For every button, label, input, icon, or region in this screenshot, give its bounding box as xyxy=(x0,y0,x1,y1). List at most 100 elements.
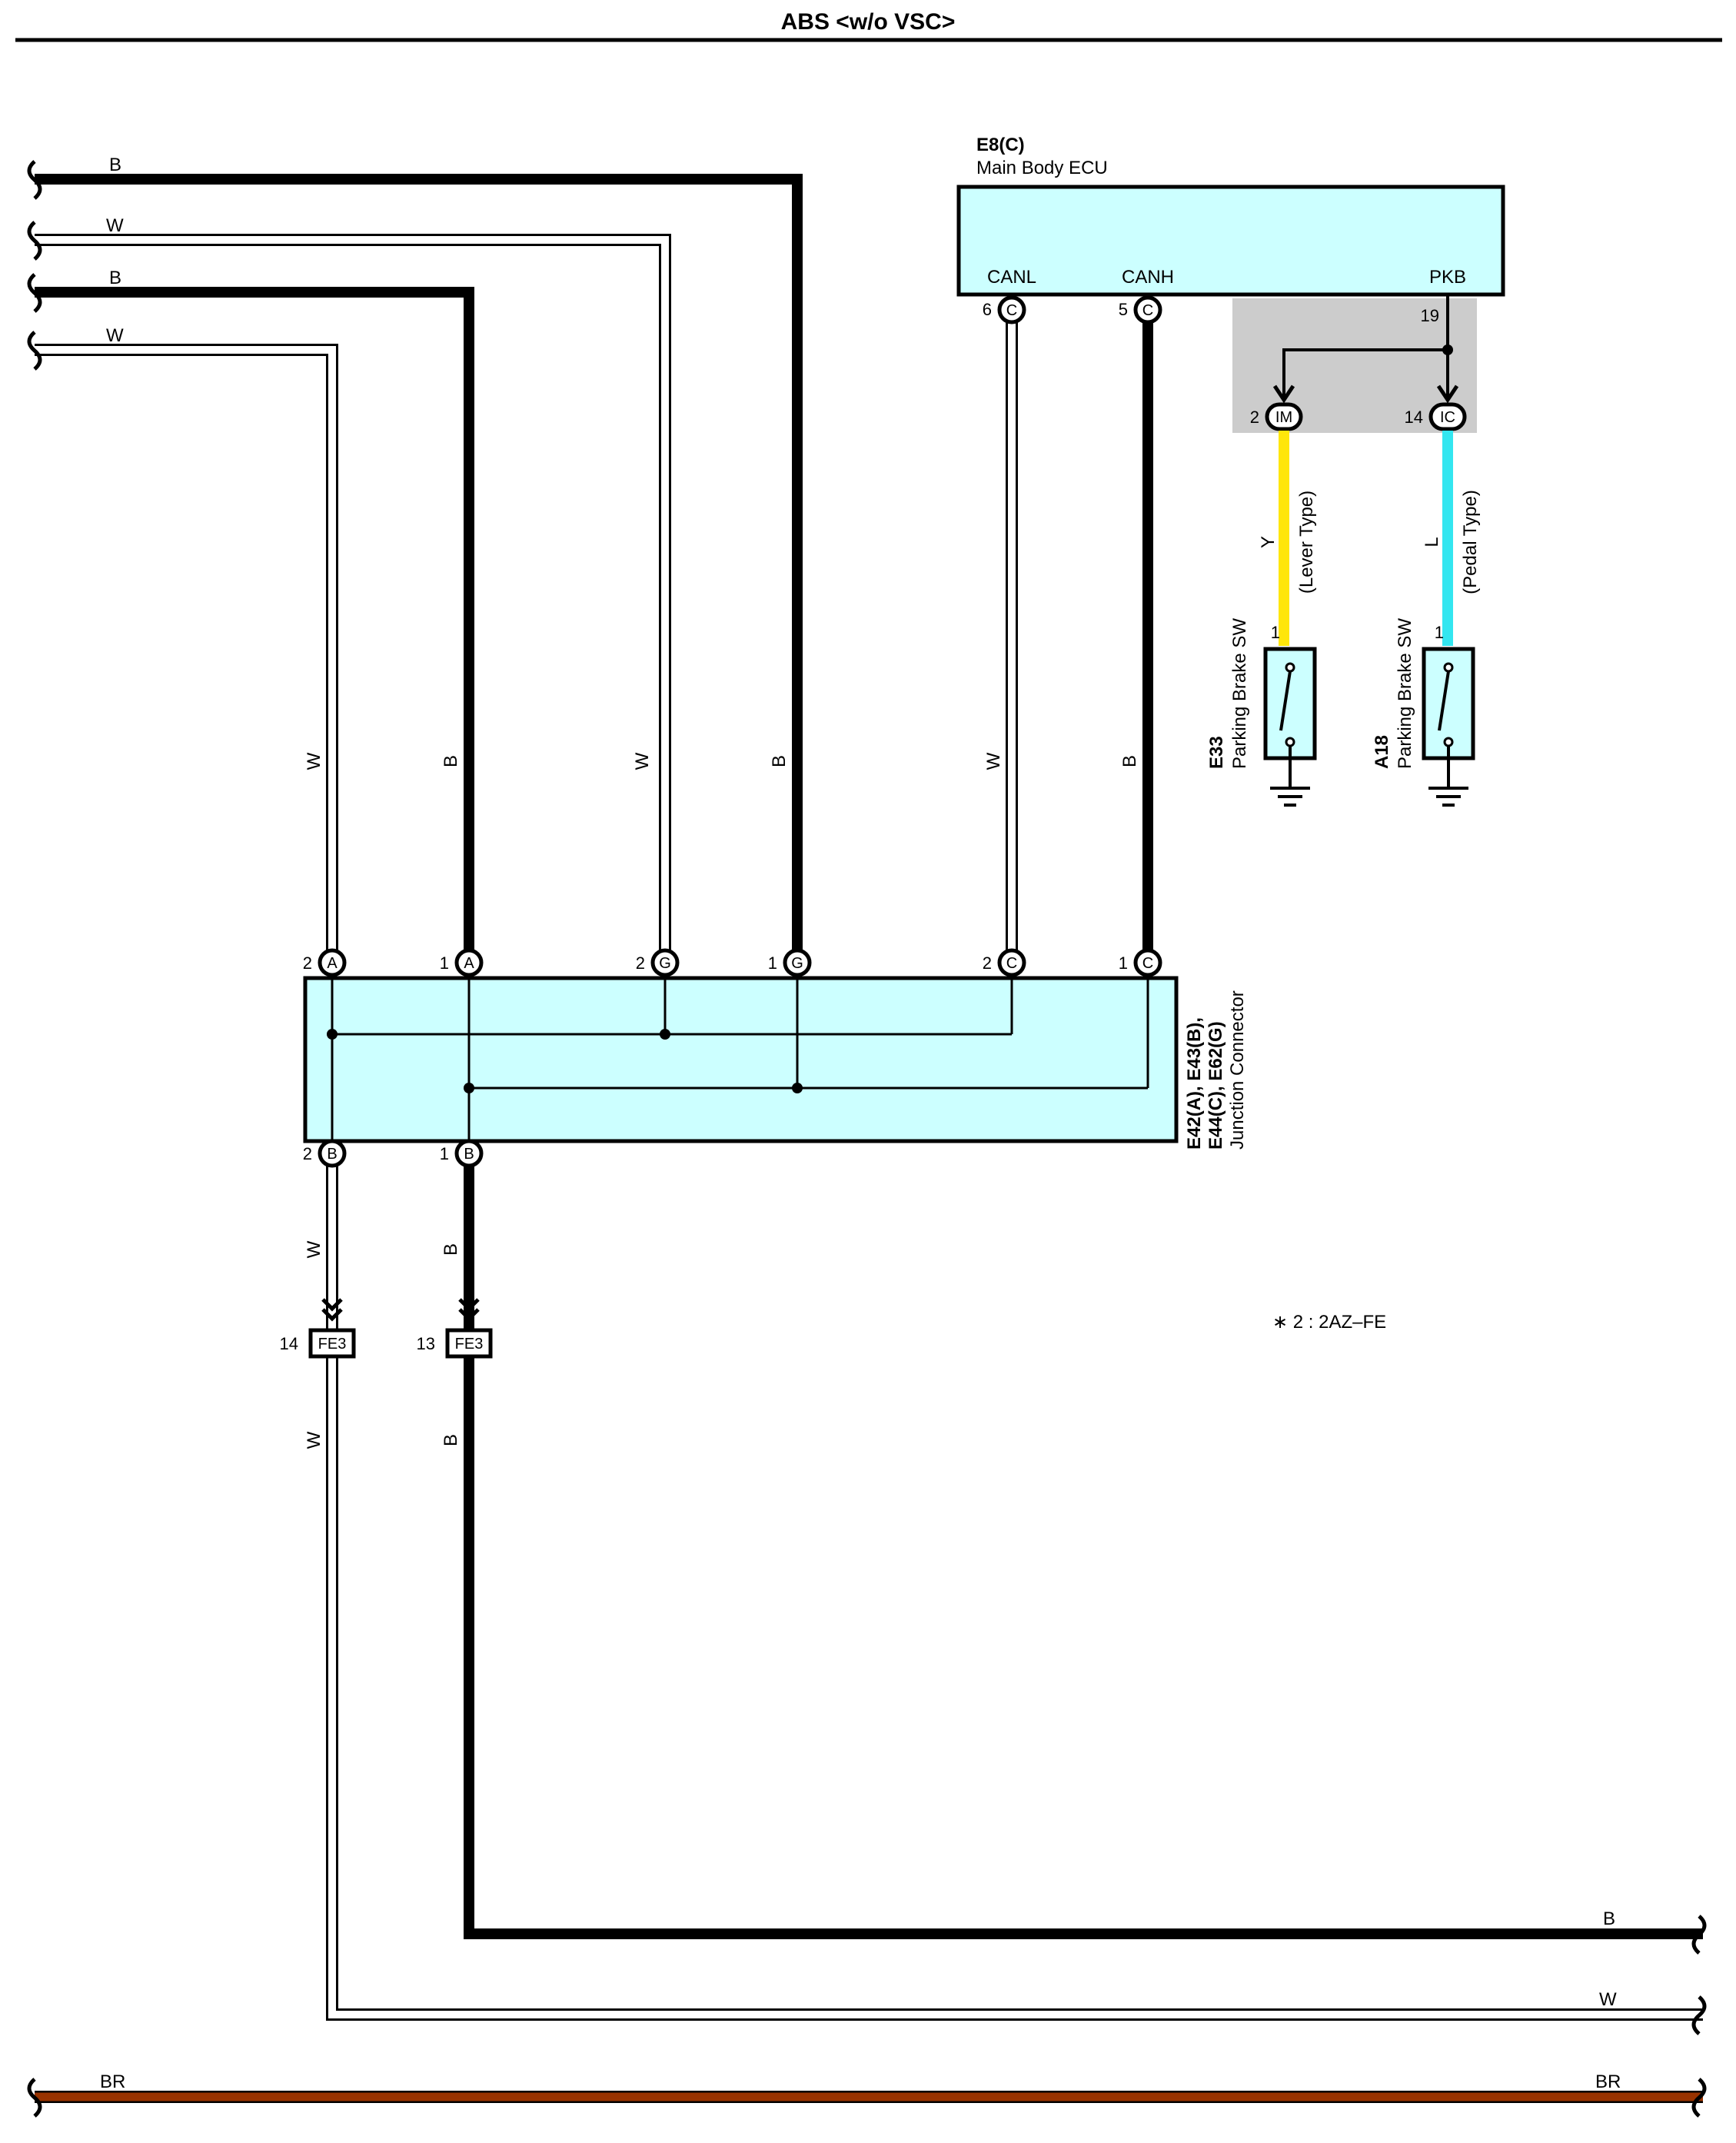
wire-label: W xyxy=(106,325,124,346)
wire-label: B xyxy=(109,268,121,288)
connector-ic xyxy=(1428,402,1467,431)
wire-label: BR xyxy=(100,2071,125,2092)
junction-dot xyxy=(792,1083,803,1093)
pin-circle xyxy=(318,1139,347,1168)
pin-number: 2 xyxy=(303,1144,312,1163)
ground-icon xyxy=(1270,787,1310,807)
ecu-code: E8(C) xyxy=(976,135,1025,155)
junction-internal-wiring xyxy=(331,975,1149,1143)
switch-name: Parking Brake SW xyxy=(1229,618,1250,769)
wire-w-bottom-core xyxy=(328,1153,1703,2018)
pin-number: 2 xyxy=(303,953,312,973)
chevron-down-icon xyxy=(458,1298,480,1312)
pin-connector-letter: G xyxy=(791,955,803,972)
chevron-down-icon xyxy=(1272,384,1295,404)
junction-connector-box xyxy=(303,976,1179,1143)
wire-label: B xyxy=(769,755,790,767)
fe3-connector xyxy=(308,1328,356,1359)
fe3-connector xyxy=(445,1328,493,1359)
pin-number: 2 xyxy=(636,953,645,973)
connector-im xyxy=(1265,402,1303,431)
junction-codes: E42(A), E43(B), xyxy=(1184,1017,1205,1150)
switch-blade xyxy=(1438,671,1450,731)
wire-label: W xyxy=(983,752,1004,770)
ecu-terminal-canl: CANL xyxy=(987,267,1036,288)
pin-connector-letter: C xyxy=(1142,302,1153,319)
pin-connector-letter: A xyxy=(464,955,474,972)
pin-connector-letter: C xyxy=(1142,955,1153,972)
wire-label: B xyxy=(109,155,121,175)
pin-circle xyxy=(454,1139,484,1168)
chevron-down-icon xyxy=(1436,384,1459,404)
wire-label: W xyxy=(304,752,324,770)
pin-number: 14 xyxy=(1405,408,1423,427)
wire-label: B xyxy=(441,1243,461,1256)
pkb-branch xyxy=(1282,348,1448,400)
wire-b-second xyxy=(35,287,474,961)
switch-code: E33 xyxy=(1206,736,1227,769)
switch-contact xyxy=(1285,737,1295,747)
pin-connector-letter: B xyxy=(464,1146,474,1163)
fe3-label: FE3 xyxy=(318,1336,347,1353)
chevron-down-icon xyxy=(321,1298,343,1312)
pin-circle xyxy=(454,948,484,977)
junction-name: Junction Connector xyxy=(1227,990,1248,1150)
junction-dot xyxy=(464,1083,474,1093)
switch-contact xyxy=(1443,662,1454,673)
switch-contact xyxy=(1443,737,1454,747)
switch-type-label: (Pedal Type) xyxy=(1460,490,1481,594)
switch-name: Parking Brake SW xyxy=(1395,618,1415,769)
pin-connector-letter: A xyxy=(327,955,338,972)
pin-connector-letter: C xyxy=(1006,302,1017,319)
switch-code: A18 xyxy=(1372,735,1392,769)
wire-w-second-core xyxy=(35,346,336,961)
wire-label: Y xyxy=(1258,536,1279,548)
pin-connector-letter: G xyxy=(659,955,671,972)
pin-number: 2 xyxy=(1250,408,1259,427)
wire-label: B xyxy=(441,755,461,767)
junction-dot xyxy=(327,1029,338,1040)
ecu-terminal-pkb: PKB xyxy=(1429,267,1466,288)
pin-number: 1 xyxy=(440,953,449,973)
connector-label: IC xyxy=(1440,409,1455,426)
wire-label: B xyxy=(1119,755,1140,767)
pin-circle xyxy=(1133,948,1162,977)
ground-icon xyxy=(1428,787,1468,807)
pin-number: 5 xyxy=(1119,300,1128,319)
wire-b-top xyxy=(35,174,803,961)
connector-label: IM xyxy=(1275,409,1292,426)
pin-number: 6 xyxy=(983,300,992,319)
wire-label: W xyxy=(304,1431,324,1449)
wire-w-top-core xyxy=(35,236,669,961)
wire-label: W xyxy=(632,752,653,770)
ecu-box xyxy=(956,185,1505,297)
switch-contact xyxy=(1285,662,1295,673)
engine-note: ∗ 2 : 2AZ–FE xyxy=(1272,1312,1386,1333)
wire-label: W xyxy=(1599,1989,1617,2010)
pin-connector-letter: C xyxy=(1006,955,1017,972)
pin-circle xyxy=(783,948,812,977)
page-title: ABS <w/o VSC> xyxy=(781,9,956,35)
wire-label: B xyxy=(441,1434,461,1446)
pin-number: 2 xyxy=(983,953,992,973)
wire-label: W xyxy=(106,215,124,236)
pin-circle-canl xyxy=(997,295,1026,324)
pin-number: 19 xyxy=(1421,306,1439,325)
wire-w-bottom xyxy=(326,1153,1703,2021)
pin-number: 1 xyxy=(1119,953,1128,973)
switch-blade xyxy=(1279,671,1292,731)
pin-number: 1 xyxy=(1271,623,1280,642)
wire-label: BR xyxy=(1595,2071,1621,2092)
ecu-name: Main Body ECU xyxy=(976,158,1108,178)
pin-connector-letter: B xyxy=(327,1146,337,1163)
pin-number: 1 xyxy=(440,1144,449,1163)
pin-circle xyxy=(997,948,1026,977)
wire-w-second xyxy=(35,344,338,961)
pin-number: 1 xyxy=(768,953,777,973)
pin-number: 13 xyxy=(417,1334,435,1353)
wire-break-marks xyxy=(27,160,1707,2118)
wire-label: B xyxy=(1603,1908,1615,1929)
pin-circle xyxy=(650,948,680,977)
wire-label: W xyxy=(304,1240,324,1258)
